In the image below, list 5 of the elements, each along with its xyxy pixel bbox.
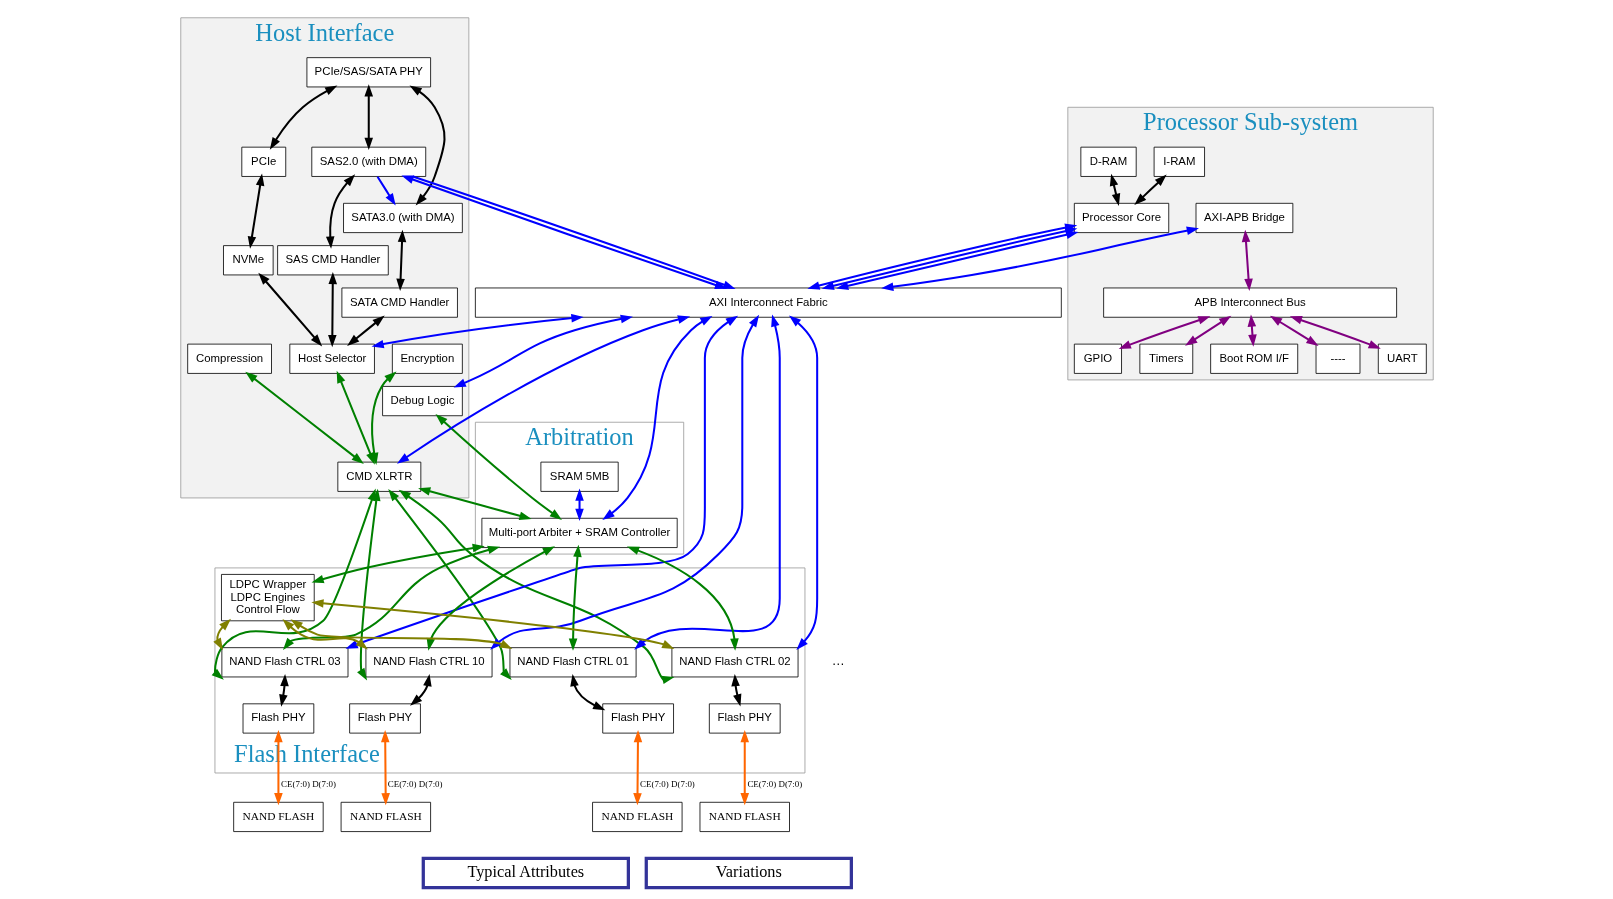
edge-label: CE(7:0) D(7:0)	[746, 778, 802, 789]
edge-label: CE(7:0) D(7:0)	[639, 778, 695, 789]
edge-label: CE(7:0) D(7:0)	[280, 778, 336, 789]
label: …	[831, 653, 845, 669]
edge-label: CE(7:0) D(7:0)	[387, 778, 443, 789]
